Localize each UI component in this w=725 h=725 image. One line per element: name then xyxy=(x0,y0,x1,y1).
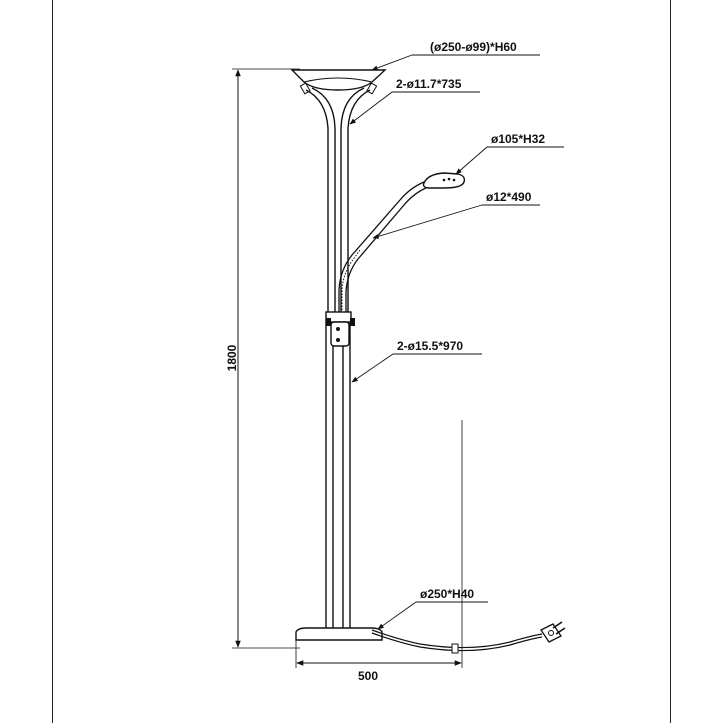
upper-tubes xyxy=(327,128,349,312)
upper-tubes-dimension-label: 2-ø11.7*735 xyxy=(396,77,462,91)
upper-tubes-callout xyxy=(349,91,480,125)
width-dimension xyxy=(295,420,463,668)
width-label: 500 xyxy=(358,669,378,683)
shade-dimension-label: (ø250-ø99)*H60 xyxy=(430,40,517,54)
height-label: 1800 xyxy=(225,344,239,371)
reading-head-dimension-label: ø105*H32 xyxy=(491,132,545,146)
gooseneck-callout xyxy=(372,204,540,239)
base-callout xyxy=(377,601,488,630)
lower-tubes-dimension-label: 2-ø15.5*970 xyxy=(397,339,463,353)
reading-head-callout xyxy=(455,146,564,175)
lamp-base xyxy=(295,627,383,641)
plug-icon xyxy=(540,621,566,643)
lower-tubes xyxy=(325,322,351,628)
gooseneck-dimension-label: ø12*490 xyxy=(486,190,532,204)
shade-callout xyxy=(371,54,540,71)
upper-arms xyxy=(305,87,371,129)
lower-tubes-callout xyxy=(351,353,482,383)
gooseneck-arm xyxy=(338,181,429,312)
drawing-frame xyxy=(52,0,671,723)
reading-head xyxy=(422,172,466,189)
height-dimension xyxy=(232,68,300,649)
base-dimension-label: ø250*H40 xyxy=(420,587,474,601)
switch-block xyxy=(325,311,355,347)
power-cord xyxy=(371,629,543,654)
